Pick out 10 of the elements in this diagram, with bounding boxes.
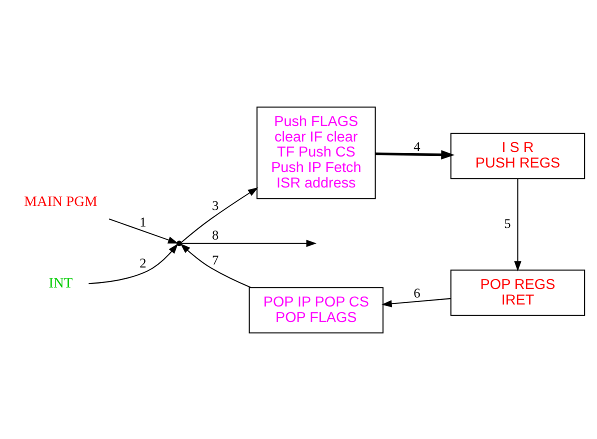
edge-label: 5 [504, 215, 511, 230]
node-text: MAIN PGM [24, 194, 98, 210]
edge-label: 3 [212, 197, 219, 212]
edge-label: 2 [140, 254, 146, 270]
edge-label: 6 [414, 284, 420, 300]
edge-label: 4 [414, 138, 420, 154]
node-text: INT [48, 274, 73, 291]
edge-label: 1 [140, 214, 146, 229]
edge-label: 8 [212, 227, 219, 242]
edge-label: 7 [212, 252, 219, 267]
